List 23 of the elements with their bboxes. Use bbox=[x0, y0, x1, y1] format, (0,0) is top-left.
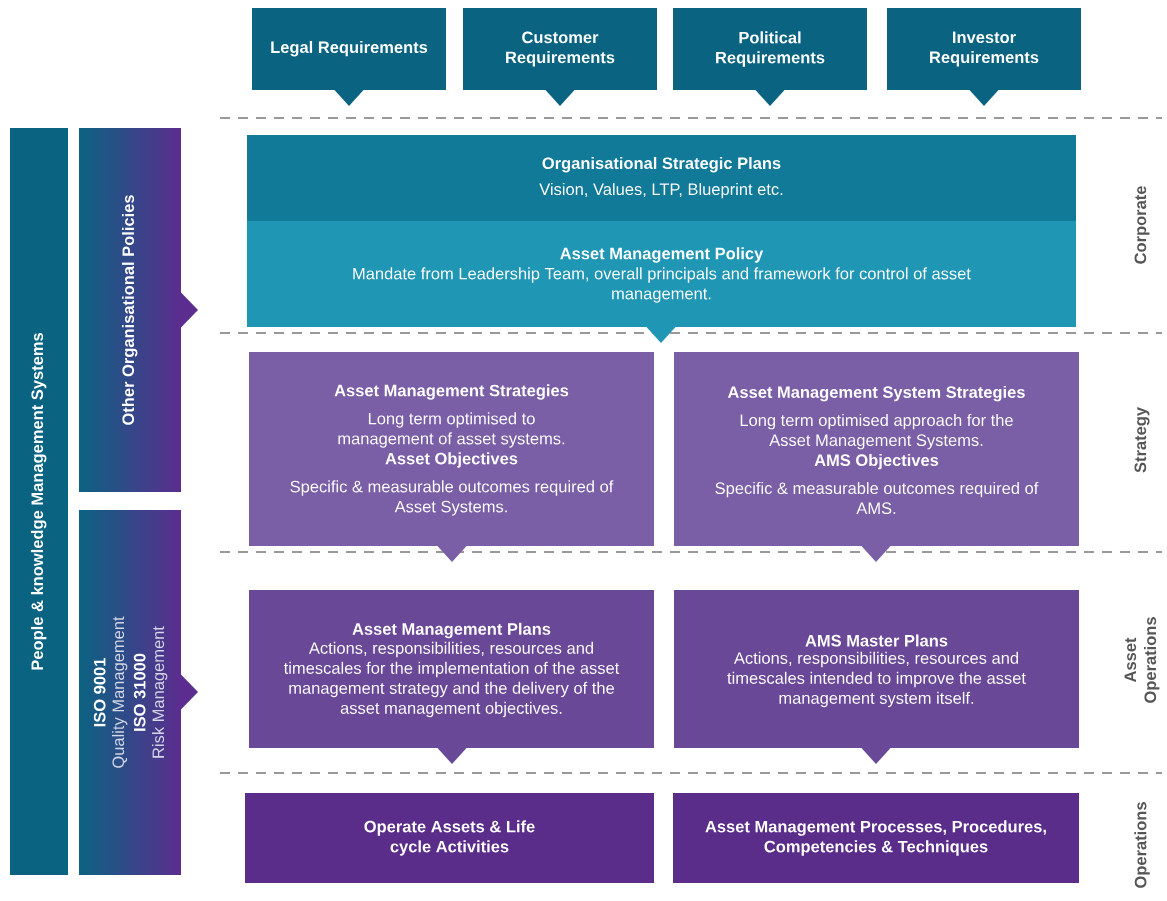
side-bar: People & knowledge Management Systems bbox=[10, 128, 68, 875]
row-label: Corporate bbox=[1134, 186, 1150, 264]
strategy-box: Asset Management Strategies Long term optimised to management of asset systems. Asset Objectives Specific & measurable outcomes required of Asset Systems. bbox=[249, 352, 654, 562]
strategy-box: Asset Management System Strategies Long term optimised approach for the Asset Management Systems. AMS Objectives Specific & measurable outcomes required of AMS. bbox=[674, 352, 1079, 562]
row-label: Asset Operations bbox=[1124, 617, 1160, 703]
activity-box: Operate Assets & Life cycle Activities bbox=[245, 793, 654, 883]
plan-box: Asset Management Plans Actions, responsibilities, resources and timescales for the implementation of the asset management strategy and the delivery of the asset management objectives. bbox=[249, 590, 654, 764]
requirement-box: Political Requirements bbox=[673, 8, 867, 106]
requirement-box: Investor Requirements bbox=[887, 8, 1081, 106]
node-label: ISO 9001 bbox=[93, 658, 106, 727]
requirement-box: Legal Requirements bbox=[252, 8, 446, 106]
node-label: Risk Management bbox=[152, 626, 168, 758]
node-label: ISO 31000 bbox=[133, 653, 146, 731]
row-label: Strategy bbox=[1134, 407, 1150, 473]
plan-box: AMS Master Plans Actions, responsibilities, resources and timescales intended to improve the asset management system itself. bbox=[674, 590, 1079, 764]
policy-band: Asset Management Policy Mandate from Leadership Team, overall principals and framework for control of asset management. bbox=[247, 221, 1076, 343]
node-label: Other Organisational Policies bbox=[121, 195, 138, 425]
side-bar: Other Organisational Policies bbox=[121, 195, 198, 425]
row-label: Operations bbox=[1134, 802, 1150, 888]
node-label: Quality Management bbox=[112, 616, 128, 768]
side-bar: ISO 9001 Quality Management ISO 31000 Risk Management bbox=[93, 616, 198, 768]
activity-box: Asset Management Processes, Procedures, Competencies & Techniques bbox=[673, 793, 1079, 883]
requirement-box: Customer Requirements bbox=[463, 8, 657, 106]
